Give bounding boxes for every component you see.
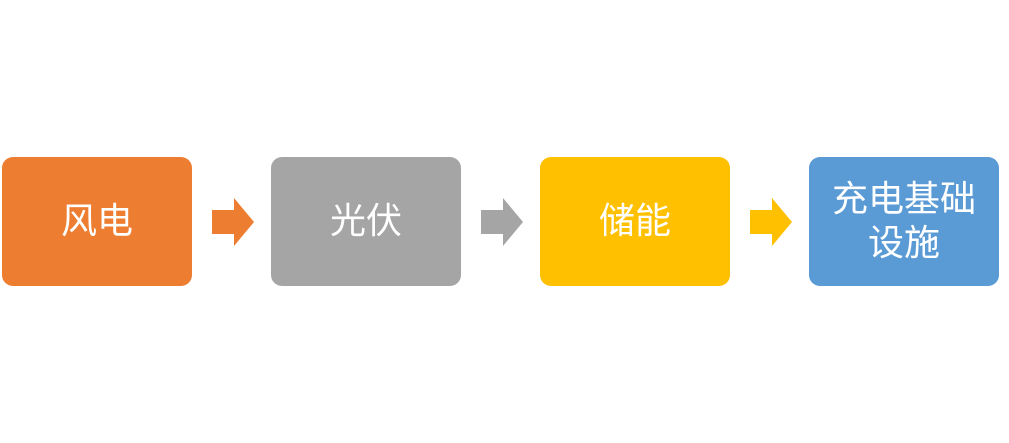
- flow-step-photovoltaic: 光伏: [271, 157, 461, 286]
- flow-step-label: 储能: [598, 200, 671, 242]
- flow-step-label: 充电基础设施: [831, 178, 976, 264]
- right-arrow-icon: [212, 198, 254, 246]
- flow-step-label: 风电: [60, 200, 133, 242]
- arrow-shape: [212, 198, 254, 246]
- right-arrow-icon: [481, 198, 523, 246]
- right-arrow-icon: [750, 198, 792, 246]
- flow-step-wind-power: 风电: [2, 157, 192, 286]
- flow-step-label: 光伏: [329, 200, 402, 242]
- arrow-shape: [481, 198, 523, 246]
- flow-step-energy-storage: 储能: [540, 157, 730, 286]
- arrow-shape: [750, 198, 792, 246]
- flow-step-charging-infrastructure: 充电基础设施: [809, 157, 999, 286]
